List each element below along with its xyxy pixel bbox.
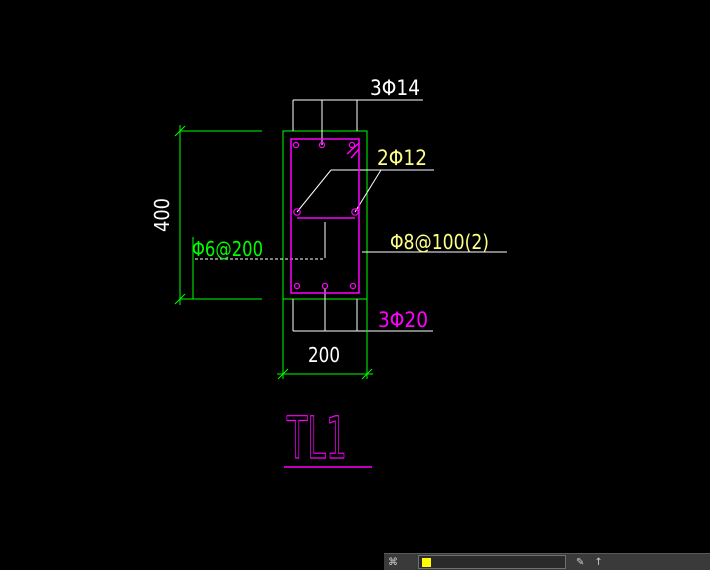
stirrup-hook-2 [350, 148, 360, 159]
side-rebar-right [351, 208, 359, 216]
layer-color-swatch [422, 557, 431, 567]
bottom-rebar-3 [349, 282, 357, 290]
top-bar-label: 3Φ14 [370, 76, 420, 100]
layer-up-icon[interactable]: ↑ [594, 556, 603, 568]
tie-label: Φ6@200 [192, 237, 263, 261]
height-dimension [174, 125, 262, 305]
layer-dropdown[interactable] [418, 555, 566, 569]
layer-toolbar: ⌘ ✎ ↑ [384, 553, 710, 570]
white-leaders [292, 99, 507, 332]
height-dimension-label: 400 [150, 198, 174, 232]
side-rebar-left [293, 208, 301, 216]
layer-manager-icon[interactable]: ⌘ [388, 556, 398, 568]
bottom-rebar-2 [321, 282, 329, 290]
stirrup-label: Φ8@100(2) [390, 230, 489, 254]
rebar-group [292, 141, 359, 290]
drawing-title: TL1 [286, 404, 347, 472]
bottom-rebar-1 [293, 282, 301, 290]
top-rebar-3 [348, 141, 356, 149]
width-dimension-label: 200 [308, 343, 340, 367]
layer-tool-icon[interactable]: ✎ [576, 556, 585, 568]
width-dimension [277, 299, 373, 380]
side-bar-label: 2Φ12 [377, 146, 427, 170]
top-rebar-1 [292, 141, 300, 149]
bottom-bar-label: 3Φ20 [378, 308, 428, 332]
stirrup-hook [346, 142, 360, 155]
stirrup [290, 138, 360, 294]
top-rebar-2 [318, 141, 326, 149]
